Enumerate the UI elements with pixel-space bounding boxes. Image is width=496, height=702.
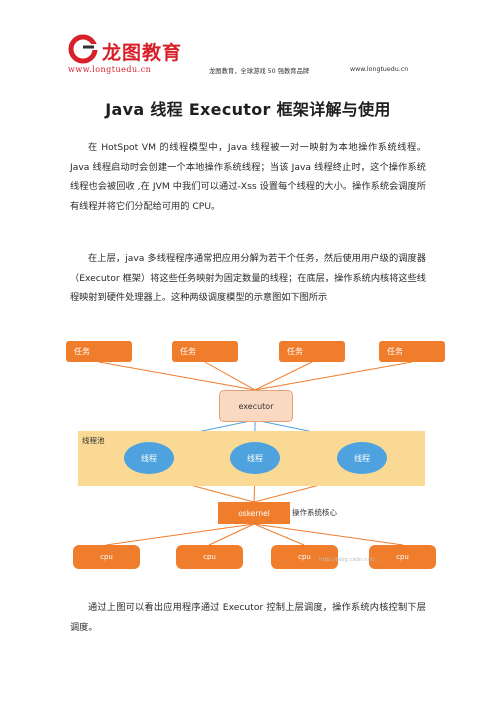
two-level-scheduling-diagram: 任务 任务 任务 任务 executor 线程池 线程 线程 线程 oskern… (66, 340, 445, 572)
task-box: 任务 (172, 341, 238, 362)
logo-url: www.longtuedu.cn (68, 65, 152, 74)
paragraph-1: 在 HotSpot VM 的线程模型中，Java 线程被一对一映射为本地操作系统… (70, 142, 426, 212)
task-box: 任务 (379, 341, 445, 362)
logo-text: 龙图教育 (102, 42, 183, 64)
task-box: 任务 (279, 341, 345, 362)
header-tagline: 龙图教育，全球游戏 50 强教育品牌 (209, 68, 310, 75)
os-kernel-box: oskernel (218, 502, 290, 524)
executor-box: executor (219, 390, 293, 422)
longtu-logo: 龙图教育 www.longtuedu.cn (68, 34, 188, 74)
page-header: 龙图教育 www.longtuedu.cn 龙图教育，全球游戏 50 强教育品牌… (0, 0, 496, 80)
thread-pool-label: 线程池 (82, 436, 105, 445)
page-title: Java 线程 Executor 框架详解与使用 (105, 100, 391, 119)
cpu-box: cpu (369, 545, 436, 569)
cpu-box: cpu (176, 545, 243, 569)
task-box: 任务 (66, 341, 132, 362)
os-kernel-label: 操作系统核心 (292, 508, 337, 517)
paragraph-2: 在上层，java 多线程程序通常把应用分解为若干个任务，然后使用用户级的调度器（… (70, 253, 426, 303)
thread-node: 线程 (124, 442, 174, 474)
thread-node: 线程 (230, 442, 280, 474)
cpu-box: cpu (271, 545, 338, 569)
logo-mark-icon (68, 34, 98, 64)
thread-node: 线程 (337, 442, 387, 474)
header-url[interactable]: www.longtuedu.cn (350, 66, 409, 73)
diagram-connectors (98, 361, 413, 546)
paragraph-3: 通过上图可以看出应用程序通过 Executor 控制上层调度，操作系统内核控制下… (70, 602, 426, 633)
cpu-box: cpu (73, 545, 140, 569)
source-watermark: http://blog.csdn.net/... (319, 557, 381, 563)
